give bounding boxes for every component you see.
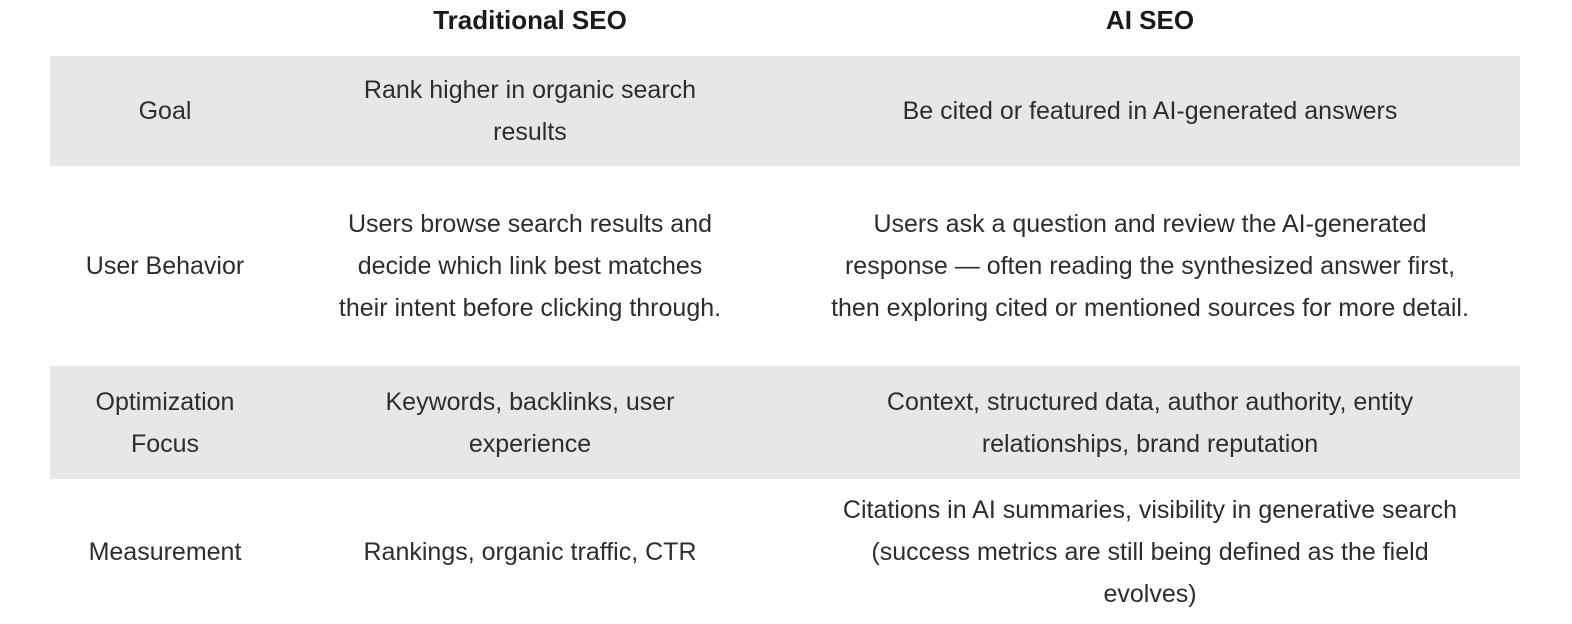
table-row-user-behavior: User Behavior Users browse search result… bbox=[50, 166, 1520, 366]
table-row-measurement: Measurement Rankings, organic traffic, C… bbox=[50, 479, 1520, 624]
table-header-row: Traditional SEO AI SEO bbox=[50, 0, 1520, 56]
goal-traditional-text: Rank higher in organic search results bbox=[363, 76, 697, 146]
user-behavior-ai-text: Users ask a question and review the AI-g… bbox=[831, 210, 1469, 322]
column-header-traditional-seo-label: Traditional SEO bbox=[433, 5, 627, 35]
row-label-optimization-focus: Optimization Focus bbox=[95, 387, 235, 458]
row-label-cell: Goal bbox=[50, 56, 280, 166]
row-label-user-behavior: User Behavior bbox=[85, 252, 245, 280]
traditional-seo-cell: Users browse search results and decide w… bbox=[280, 166, 780, 366]
ai-seo-cell: Context, structured data, author authori… bbox=[780, 366, 1520, 479]
traditional-seo-cell: Rankings, organic traffic, CTR bbox=[280, 479, 780, 624]
row-label-cell: Optimization Focus bbox=[50, 366, 280, 479]
goal-ai-text: Be cited or featured in AI-generated ans… bbox=[902, 97, 1398, 125]
table-row-optimization-focus: Optimization Focus Keywords, backlinks, … bbox=[50, 366, 1520, 479]
row-label-measurement: Measurement bbox=[88, 537, 242, 566]
measurement-traditional-text: Rankings, organic traffic, CTR bbox=[363, 537, 697, 566]
row-label-goal: Goal bbox=[138, 97, 192, 125]
optimization-focus-ai-text: Context, structured data, author authori… bbox=[886, 387, 1414, 458]
header-cell-empty bbox=[50, 0, 280, 56]
optimization-focus-traditional-text: Keywords, backlinks, user experience bbox=[385, 387, 675, 458]
row-label-cell: User Behavior bbox=[50, 166, 280, 366]
ai-seo-cell: Be cited or featured in AI-generated ans… bbox=[780, 56, 1520, 166]
column-header-traditional-seo: Traditional SEO bbox=[280, 0, 780, 56]
column-header-ai-seo-label: AI SEO bbox=[1105, 5, 1195, 35]
table-row-goal: Goal Rank higher in organic search resul… bbox=[50, 56, 1520, 166]
traditional-seo-cell: Keywords, backlinks, user experience bbox=[280, 366, 780, 479]
seo-comparison-table: Traditional SEO AI SEO Goal Rank higher … bbox=[50, 0, 1520, 624]
traditional-seo-cell: Rank higher in organic search results bbox=[280, 56, 780, 166]
row-label-cell: Measurement bbox=[50, 479, 280, 624]
ai-seo-cell: Users ask a question and review the AI-g… bbox=[780, 166, 1520, 366]
ai-seo-cell: Citations in AI summaries, visibility in… bbox=[780, 479, 1520, 624]
measurement-ai-text: Citations in AI summaries, visibility in… bbox=[842, 495, 1458, 608]
column-header-ai-seo: AI SEO bbox=[780, 0, 1520, 56]
user-behavior-traditional-text: Users browse search results and decide w… bbox=[338, 210, 722, 322]
